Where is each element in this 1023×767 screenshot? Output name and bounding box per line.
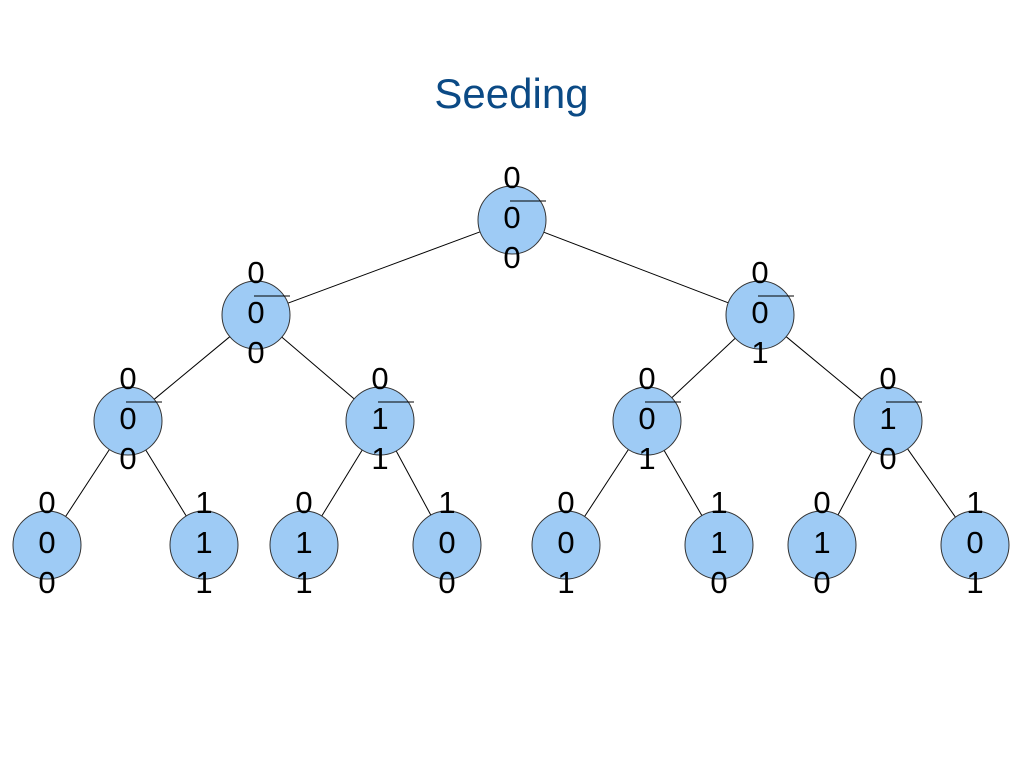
node-digit: 0 xyxy=(503,240,520,275)
tree-edge xyxy=(907,448,956,518)
tree-edge xyxy=(584,449,629,517)
tree-node-l3-2: 1 1 1 xyxy=(169,485,239,600)
tree-edge xyxy=(671,337,736,399)
tree-edge xyxy=(65,449,110,517)
tree-node-l3-6: 1 1 0 xyxy=(684,485,754,600)
node-circle xyxy=(345,386,415,456)
node-digit: 0 xyxy=(557,485,574,520)
node-digit: 0 xyxy=(966,525,983,560)
node-digit: 0 xyxy=(638,401,655,436)
node-digit: 1 xyxy=(966,485,983,520)
node-digit: 0 xyxy=(38,525,55,560)
node-circle xyxy=(725,280,795,350)
tree-edge xyxy=(287,231,481,304)
node-digit: 1 xyxy=(751,335,768,370)
node-digit: 0 xyxy=(247,335,264,370)
node-digit: 1 xyxy=(813,525,830,560)
tree-node-l2-1: 0 0 0 xyxy=(93,361,163,476)
tree-edge xyxy=(663,450,703,516)
node-digit: 0 xyxy=(119,441,136,476)
node-digit: 0 xyxy=(879,361,896,396)
node-digit: 0 xyxy=(879,441,896,476)
node-digit: 0 xyxy=(247,295,264,330)
node-digit: 1 xyxy=(195,565,212,600)
node-circle xyxy=(169,510,239,580)
node-digit: 1 xyxy=(438,485,455,520)
tree-edge xyxy=(543,231,729,304)
tree-node-root: 0 0 0 xyxy=(477,160,547,275)
tree-node-l1-right: 0 0 1 xyxy=(725,255,795,370)
node-digit: 0 xyxy=(119,361,136,396)
node-digit: 1 xyxy=(371,401,388,436)
tree-node-l3-7: 0 1 0 xyxy=(787,485,857,600)
node-digit: 0 xyxy=(710,565,727,600)
node-circle xyxy=(531,510,601,580)
node-digit: 0 xyxy=(751,255,768,290)
node-digit: 1 xyxy=(371,441,388,476)
node-digit: 0 xyxy=(247,255,264,290)
node-digit: 0 xyxy=(371,361,388,396)
node-circle xyxy=(221,280,291,350)
tree-edge xyxy=(321,449,363,517)
node-digit: 1 xyxy=(557,565,574,600)
node-circle xyxy=(93,386,163,456)
node-circle xyxy=(787,510,857,580)
tree-node-l3-4: 1 0 0 xyxy=(412,485,482,600)
node-digit: 0 xyxy=(438,565,455,600)
node-digit: 1 xyxy=(195,525,212,560)
node-digit: 1 xyxy=(710,485,727,520)
node-circle xyxy=(684,510,754,580)
node-circle xyxy=(12,510,82,580)
node-digit: 0 xyxy=(751,295,768,330)
tree-edge xyxy=(837,450,873,516)
tree-edge xyxy=(153,336,231,400)
tree-node-l3-3: 0 1 1 xyxy=(269,485,339,600)
tree-edge xyxy=(145,449,187,517)
tree-node-l2-4: 0 1 0 xyxy=(853,361,923,476)
tree-node-l3-1: 0 0 0 xyxy=(12,485,82,600)
node-circle xyxy=(412,510,482,580)
tree-edges xyxy=(65,231,956,518)
node-digit: 1 xyxy=(710,525,727,560)
tree-node-l3-8: 1 0 1 xyxy=(940,485,1010,600)
node-digit: 1 xyxy=(638,441,655,476)
node-digit: 1 xyxy=(879,401,896,436)
tree-node-l2-2: 0 1 1 xyxy=(345,361,415,476)
node-digit: 0 xyxy=(438,525,455,560)
node-circle xyxy=(269,510,339,580)
node-digit: 0 xyxy=(503,160,520,195)
tree-edge xyxy=(395,450,432,516)
node-digit: 0 xyxy=(557,525,574,560)
node-digit: 0 xyxy=(813,485,830,520)
slide-title: Seeding xyxy=(434,70,589,117)
node-digit: 1 xyxy=(966,565,983,600)
tree-node-l2-3: 0 0 1 xyxy=(612,361,682,476)
tree-edge xyxy=(785,336,863,400)
node-digit: 0 xyxy=(38,485,55,520)
node-digit: 1 xyxy=(195,485,212,520)
node-digit: 0 xyxy=(503,200,520,235)
tree-node-l3-5: 0 0 1 xyxy=(531,485,601,600)
node-digit: 0 xyxy=(638,361,655,396)
node-circle xyxy=(612,386,682,456)
node-circle xyxy=(477,185,547,255)
node-digit: 0 xyxy=(295,485,312,520)
node-digit: 0 xyxy=(813,565,830,600)
tree-nodes: 0000000010000110010100001110111000011100… xyxy=(12,160,1010,600)
node-digit: 0 xyxy=(38,565,55,600)
tree-edge xyxy=(281,336,355,400)
tree-node-l1-left: 0 0 0 xyxy=(221,255,291,370)
node-digit: 1 xyxy=(295,525,312,560)
node-digit: 1 xyxy=(295,565,312,600)
node-circle xyxy=(940,510,1010,580)
node-digit: 0 xyxy=(119,401,136,436)
node-circle xyxy=(853,386,923,456)
